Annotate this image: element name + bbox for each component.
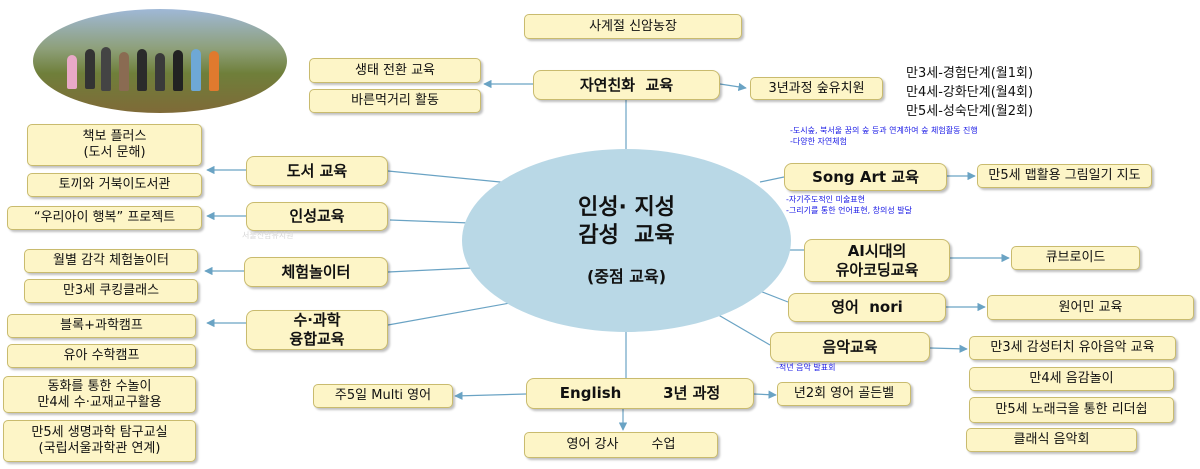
- item-music-sense: 만4세 음감놀이: [969, 367, 1174, 391]
- category-math-science: 수·과학 융합교육: [246, 310, 388, 350]
- item-fairy-math: 동화를 통한 수놀이 만4세 수·교재교구활용: [3, 376, 196, 413]
- item-book-library: 토끼와 거북이도서관: [27, 173, 202, 197]
- arrow-nature-right: [720, 84, 746, 88]
- item-music-lead: 만5세 노래극을 통한 리더쉽: [969, 397, 1174, 423]
- art-note: -자기주도적인 미술표현 -그리기를 통한 언어표현, 창의성 발달: [786, 195, 912, 217]
- category-song-art: Song Art 교육: [784, 163, 947, 191]
- category-books: 도서 교육: [246, 156, 388, 186]
- item-map-diary: 만5세 맵활용 그림일기 지도: [977, 164, 1152, 188]
- item-block-camp: 블록+과학캠프: [7, 314, 196, 338]
- forest-note: -도시숲, 북서울 꿈의 숲 등과 연계하여 숲 체험활동 진행 -다양한 자연…: [790, 126, 978, 148]
- center-title: 인성· 지성 감성 교육: [578, 194, 675, 249]
- category-play: 체험놀이터: [244, 257, 388, 287]
- item-native: 원어민 교육: [987, 295, 1194, 320]
- arrow-english-right: [754, 394, 776, 395]
- arrow-music: [930, 348, 967, 349]
- item-cuberoid: 큐브로이드: [1011, 246, 1140, 270]
- item-play-monthly: 월별 감각 체험놀이터: [24, 249, 198, 273]
- music-note: -적년 음악 발표회: [776, 363, 836, 374]
- item-book-plus: 책보 플러스 (도서 문해): [27, 124, 202, 166]
- line-center-songart: [760, 177, 784, 182]
- line-center-character: [390, 220, 470, 223]
- children-photo: [33, 9, 287, 113]
- line-center-music: [715, 313, 770, 345]
- center-subtitle: (중점 교육): [587, 263, 666, 287]
- item-play-cooking: 만3세 쿠킹클래스: [24, 279, 198, 303]
- item-multi-english: 주5일 Multi 영어: [313, 384, 453, 408]
- item-forest-kinder: 3년과정 숲유치원: [750, 77, 883, 100]
- center-node: 인성· 지성 감성 교육 (중점 교육): [462, 149, 791, 332]
- category-english: English 3년 과정: [526, 378, 754, 409]
- category-music: 음악교육: [770, 332, 930, 362]
- item-music-classic: 클래식 음악회: [966, 428, 1137, 452]
- line-center-play: [388, 268, 472, 272]
- item-nature-eco: 생태 전환 교육: [309, 58, 481, 83]
- item-project: “우리아이 행복” 프로젝트: [7, 206, 202, 230]
- item-golden-bell: 년2회 영어 골든벨: [777, 382, 911, 406]
- category-nature: 자연친화 교육: [533, 70, 720, 100]
- item-music-touch: 만3세 감성터치 유아음악 교육: [969, 336, 1176, 360]
- line-center-books: [388, 171, 510, 183]
- item-math-camp: 유아 수학캠프: [7, 344, 196, 368]
- forest-stages-text: 만3세-경험단계(월1회) 만4세-강화단계(월4회) 만5세-성숙단계(월2회…: [906, 65, 1033, 122]
- watermark: 서울신암유치원: [242, 230, 294, 241]
- category-ai-coding: AI시대의 유아코딩교육: [804, 239, 950, 282]
- category-character: 인성교육: [246, 202, 388, 231]
- item-life-science: 만5세 생명과학 탐구교실 (국립서울과학관 연계): [3, 420, 196, 462]
- category-english-nori: 영어 nori: [788, 293, 946, 322]
- item-english-teacher: 영어 강사 수업: [524, 432, 718, 458]
- item-nature-walk: 바른먹거리 활동: [309, 89, 481, 113]
- top-box: 사계절 신암농장: [524, 14, 742, 39]
- line-center-math: [388, 303, 510, 325]
- arrow-english-left: [455, 394, 526, 396]
